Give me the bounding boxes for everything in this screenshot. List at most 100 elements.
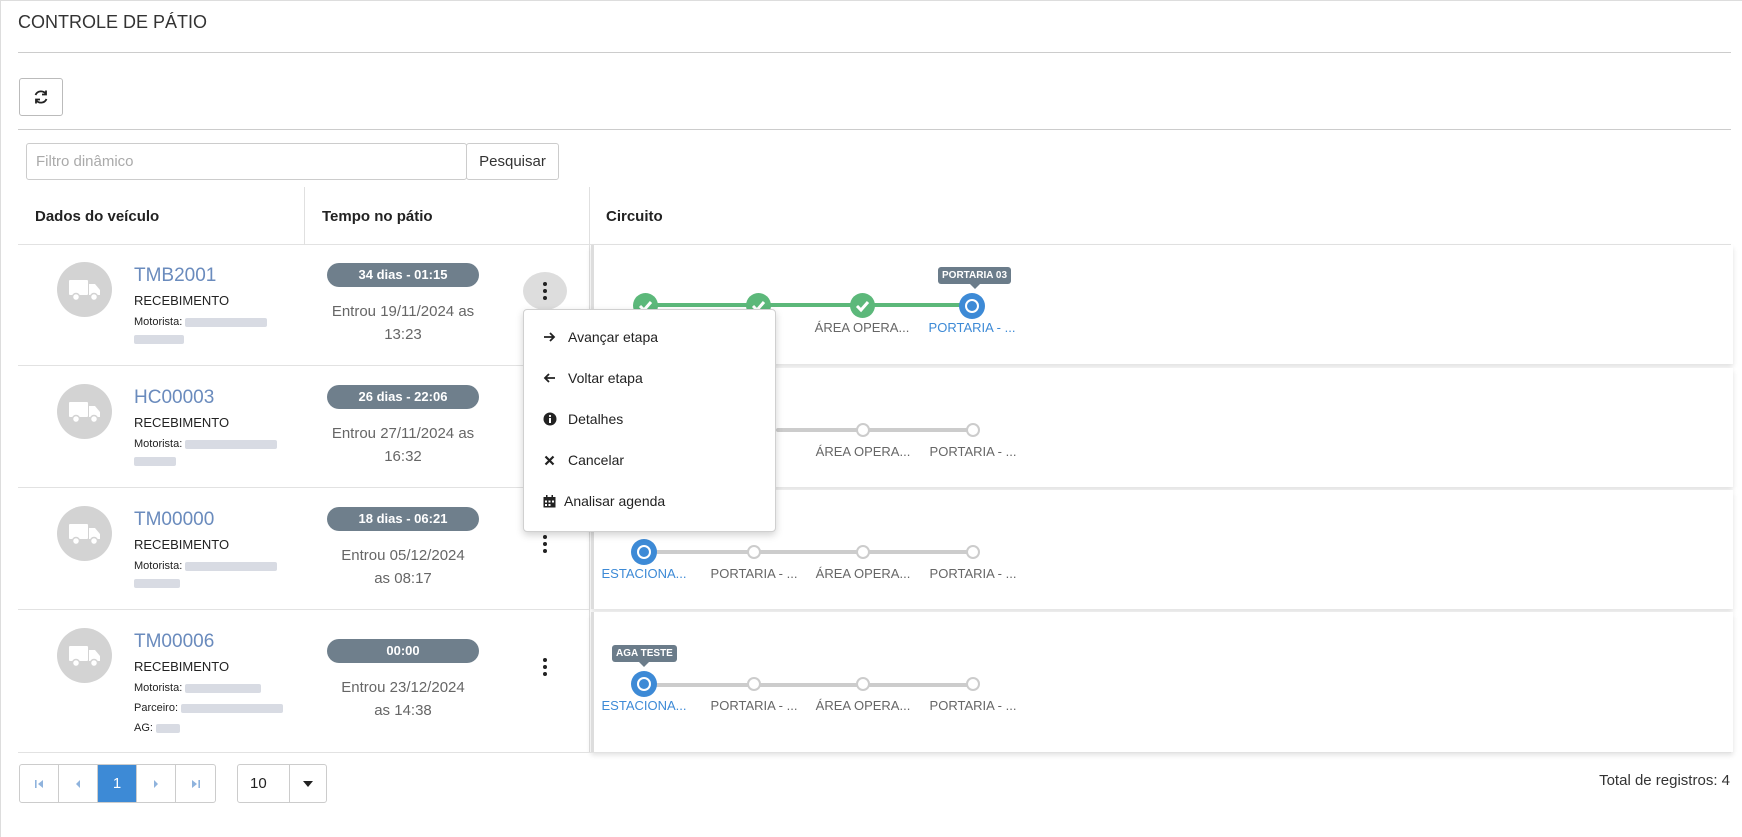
row-actions-button[interactable] <box>523 525 567 563</box>
time-badge: 18 dias - 06:21 <box>327 507 479 531</box>
step-pending-icon <box>966 677 980 691</box>
close-icon <box>542 455 557 466</box>
avatar <box>57 506 112 561</box>
menu-item-details[interactable]: Detalhes <box>542 411 623 427</box>
page-size-value: 10 <box>238 765 290 802</box>
refresh-icon <box>34 90 48 104</box>
step-tooltip: AGA TESTE <box>612 645 677 667</box>
first-page-button[interactable] <box>20 765 59 802</box>
step-pending-icon <box>747 545 761 559</box>
driver-info-cont <box>134 333 184 345</box>
title-divider <box>18 52 1731 53</box>
filter-input[interactable] <box>26 143 467 180</box>
step-connector <box>646 303 971 307</box>
vehicle-plate[interactable]: HC00003 <box>134 387 215 408</box>
vehicle-plate[interactable]: TM00006 <box>134 631 215 652</box>
step-pending-icon <box>966 545 980 559</box>
redacted-text <box>134 456 176 466</box>
driver-label: Motorista: <box>134 560 183 572</box>
page-button-current[interactable]: 1 <box>98 765 137 802</box>
time-badge: 34 dias - 01:15 <box>327 263 479 287</box>
row-separator <box>18 487 589 488</box>
row-actions-button[interactable] <box>523 272 567 310</box>
prev-page-button[interactable] <box>59 765 98 802</box>
row-separator <box>18 365 589 366</box>
step-label: PORTARIA - ... <box>929 444 1017 459</box>
entry-line: Entrou 05/12/2024 <box>341 547 465 564</box>
menu-item-schedule[interactable]: Analisar agenda <box>542 493 665 509</box>
menu-item-label: Voltar etapa <box>568 370 643 386</box>
step-connector <box>644 550 976 554</box>
vehicle-plate[interactable]: TMB2001 <box>134 265 217 286</box>
truck-icon <box>68 645 100 667</box>
menu-item-cancel[interactable]: Cancelar <box>542 452 624 468</box>
last-page-button[interactable] <box>176 765 215 802</box>
first-page-icon <box>35 779 43 788</box>
table-header <box>18 187 1731 245</box>
menu-item-advance[interactable]: Avançar etapa <box>542 329 658 345</box>
truck-icon <box>68 401 100 423</box>
step-label-current[interactable]: ESTACIONA... <box>601 698 687 713</box>
redacted-text <box>134 578 180 588</box>
kebab-icon <box>543 282 547 300</box>
driver-info-cont <box>134 577 180 589</box>
menu-item-label: Analisar agenda <box>564 493 666 509</box>
circuit-band <box>591 490 1733 609</box>
step-current-icon[interactable] <box>631 671 657 697</box>
refresh-button[interactable] <box>19 78 63 116</box>
step-label: PORTARIA - ... <box>710 566 798 581</box>
header-time: Tempo no pátio <box>322 208 433 225</box>
search-button[interactable]: Pesquisar <box>466 143 559 180</box>
driver-info: Motorista: <box>134 560 278 572</box>
partner-info: Parceiro: <box>134 702 284 714</box>
menu-item-label: Cancelar <box>568 452 625 468</box>
vehicle-operation: RECEBIMENTO <box>134 659 230 674</box>
step-label: PORTARIA - ... <box>929 698 1017 713</box>
pagination: 1 <box>19 764 216 803</box>
entry-time: Entrou 05/12/2024 as 08:17 <box>319 544 487 590</box>
step-done-icon <box>850 293 875 318</box>
step-current-icon[interactable] <box>631 539 657 565</box>
driver-info: Motorista: <box>134 438 278 450</box>
truck-icon <box>68 279 100 301</box>
step-label-current[interactable]: ESTACIONA... <box>601 566 687 581</box>
info-icon <box>542 412 557 426</box>
step-pending-icon <box>856 677 870 691</box>
arrow-right-icon <box>542 331 557 343</box>
step-label: ÁREA OPERA... <box>815 444 911 459</box>
next-page-button[interactable] <box>137 765 176 802</box>
row-actions-button[interactable] <box>523 648 567 686</box>
avatar <box>57 262 112 317</box>
time-badge: 26 dias - 22:06 <box>327 385 479 409</box>
driver-label: Motorista: <box>134 316 183 328</box>
entry-line: Entrou 27/11/2024 as <box>331 425 475 442</box>
step-connector <box>644 683 976 687</box>
calendar-icon <box>542 494 557 508</box>
row-separator <box>18 752 1731 753</box>
driver-info: Motorista: <box>134 316 268 328</box>
redacted-text <box>185 439 278 449</box>
step-label: ÁREA OPERA... <box>815 698 911 713</box>
truck-icon <box>68 523 100 545</box>
chevron-down-icon[interactable] <box>290 765 326 802</box>
vehicle-plate[interactable]: TM00000 <box>134 509 215 530</box>
step-label: PORTARIA - ... <box>710 698 798 713</box>
menu-item-label: Avançar etapa <box>568 329 659 345</box>
menu-item-back[interactable]: Voltar etapa <box>542 370 643 386</box>
step-pending-icon <box>966 423 980 437</box>
step-tooltip: PORTARIA 03 <box>938 267 1012 289</box>
header-circuit: Circuito <box>606 208 663 225</box>
header-separator <box>304 187 305 245</box>
step-label-current[interactable]: PORTARIA - ... <box>928 320 1016 335</box>
step-pending-icon <box>856 545 870 559</box>
prev-page-icon <box>76 779 80 788</box>
step-label: ÁREA OPERA... <box>814 320 910 335</box>
entry-line: as 08:17 <box>374 570 432 587</box>
page-size-select[interactable]: 10 <box>237 764 327 803</box>
step-current-icon[interactable] <box>959 293 985 319</box>
vehicle-operation: RECEBIMENTO <box>134 537 230 552</box>
menu-item-label: Detalhes <box>568 411 624 427</box>
circuit-band <box>591 612 1733 752</box>
